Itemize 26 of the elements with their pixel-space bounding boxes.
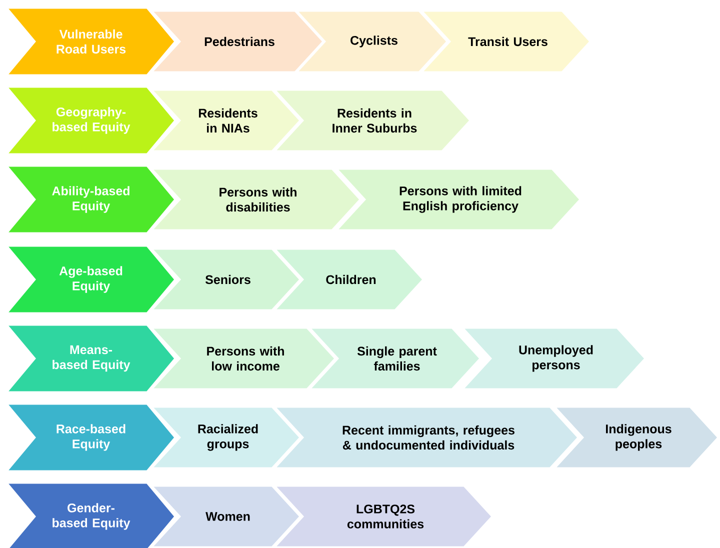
group-banner: Persons with disabilities xyxy=(150,168,362,231)
group-banner: Children xyxy=(273,248,424,311)
group-banner: Single parent families xyxy=(308,327,482,390)
group-banner: Women xyxy=(150,485,302,548)
group-banner: Seniors xyxy=(150,248,302,311)
category-banner: Gender-based Equity xyxy=(5,482,176,548)
group-banner: Pedestrians xyxy=(150,10,324,73)
group-banner: Persons with limited English proficiency xyxy=(335,168,582,231)
group-banner: Cyclists xyxy=(295,10,448,73)
category-banner: Age-based Equity xyxy=(5,245,176,314)
group-banner: Recent immigrants, refugees & undocumented individuals xyxy=(273,406,580,469)
group-banner: Transit Users xyxy=(420,10,592,73)
group-banner: Residents in NIAs xyxy=(150,89,302,152)
category-banner: Ability-based Equity xyxy=(5,165,176,234)
group-banner: Racialized groups xyxy=(150,406,302,469)
category-banner: Vulnerable Road Users xyxy=(5,7,176,76)
category-banner: Geography-based Equity xyxy=(5,86,176,155)
category-banner: Means-based Equity xyxy=(5,324,176,393)
group-banner: Residents in Inner Suburbs xyxy=(273,89,472,152)
group-banner: Unemployed persons xyxy=(461,327,646,390)
group-banner: Persons with low income xyxy=(150,327,336,390)
category-banner: Race-based Equity xyxy=(5,403,176,472)
node-label: LGBTQ2S communities xyxy=(347,504,424,528)
node-label: Women xyxy=(206,512,250,521)
group-banner: LGBTQ2S communities xyxy=(273,485,494,548)
group-banner: Indigenous peoples xyxy=(553,406,720,469)
